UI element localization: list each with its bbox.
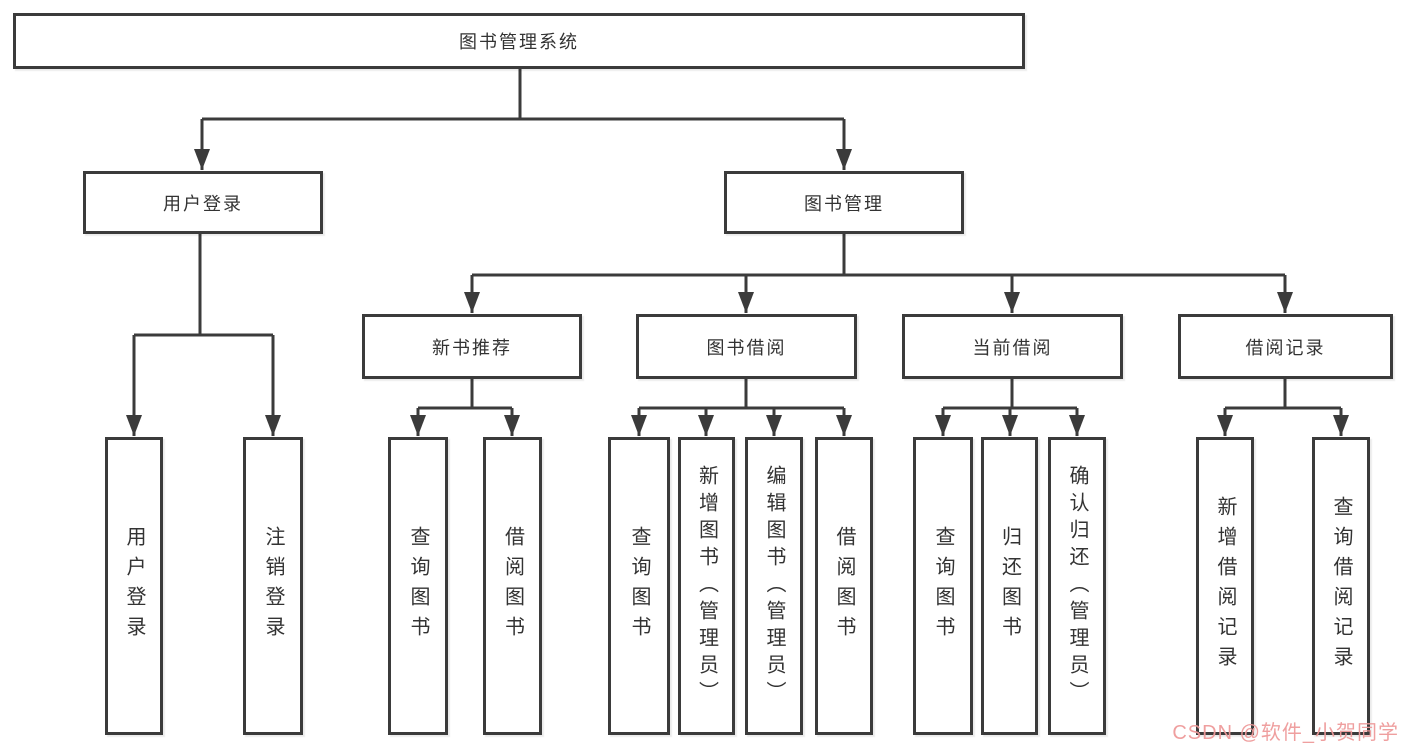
leaf-edit-books-admin: 编辑图书（管理员） xyxy=(745,437,803,735)
connector-borrow-record-branch xyxy=(1225,379,1341,410)
leaf-query-books-borrow: 查询图书 xyxy=(608,437,670,735)
connector-book-management-branch xyxy=(472,234,1285,277)
node-user-login: 用户登录 xyxy=(83,171,323,234)
connector-user-login-branch xyxy=(134,234,273,337)
leaf-add-borrow-record: 新增借阅记录 xyxy=(1196,437,1254,735)
node-book-management: 图书管理 xyxy=(724,171,964,234)
leaf-query-books-current: 查询图书 xyxy=(913,437,973,735)
leaf-user-login: 用户登录 xyxy=(105,437,163,735)
leaf-add-books-admin: 新增图书（管理员） xyxy=(678,437,735,735)
connector-root-to-level2 xyxy=(202,69,844,121)
node-book-borrow: 图书借阅 xyxy=(636,314,857,379)
node-library-management-system: 图书管理系统 xyxy=(13,13,1025,69)
csdn-watermark: CSDN @软件_小贺同学 xyxy=(1172,722,1399,744)
node-new-book-recommend: 新书推荐 xyxy=(362,314,582,379)
leaf-query-books-recommend: 查询图书 xyxy=(388,437,448,735)
node-current-borrow: 当前借阅 xyxy=(902,314,1123,379)
leaf-borrow-books: 借阅图书 xyxy=(815,437,873,735)
connector-book-borrow-branch xyxy=(639,379,844,410)
leaf-logout-login: 注销登录 xyxy=(243,437,303,735)
connector-current-borrow-branch xyxy=(943,379,1077,410)
connector-new-book-branch xyxy=(418,379,512,410)
node-borrow-records: 借阅记录 xyxy=(1178,314,1393,379)
leaf-borrow-books-recommend: 借阅图书 xyxy=(483,437,542,735)
leaf-return-books: 归还图书 xyxy=(981,437,1038,735)
leaf-query-borrow-record: 查询借阅记录 xyxy=(1312,437,1370,735)
leaf-confirm-return-admin: 确认归还（管理员） xyxy=(1048,437,1106,735)
